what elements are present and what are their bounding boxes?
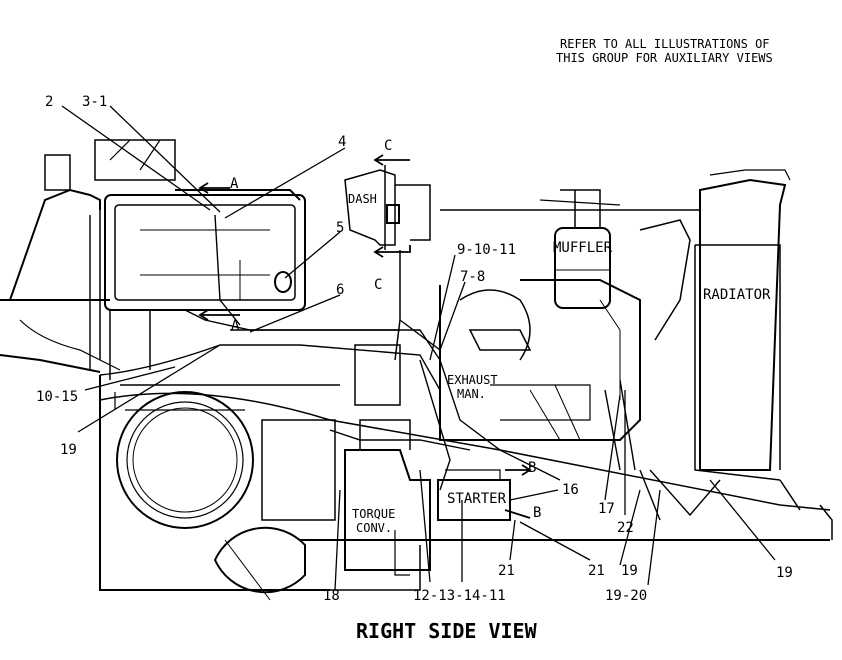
callout-5: 5 [336, 220, 344, 236]
callout-22: 22 [617, 520, 634, 536]
torque-conv-label-2: CONV. [356, 521, 392, 535]
callout-7-8: 7-8 [460, 269, 485, 285]
radiator-label: RADIATOR [703, 287, 771, 303]
cab-outline [0, 139, 306, 380]
callout-12-13-14-11: 12-13-14-11 [413, 588, 506, 604]
caption: RIGHT SIDE VIEW [356, 619, 538, 643]
dash-label: DASH [348, 192, 377, 206]
note-line-2: THIS GROUP FOR AUXILIARY VIEWS [556, 51, 773, 65]
view-marker-c-lower: C [374, 277, 382, 293]
engine [439, 219, 691, 441]
exhaust-man-label-2: MAN. [457, 387, 486, 401]
callout-21-b: 21 [588, 563, 605, 579]
callout-17: 17 [598, 501, 615, 517]
callout-18: 18 [323, 588, 340, 604]
callout-2: 2 [45, 94, 53, 110]
callout-4: 4 [338, 134, 346, 150]
callout-10-15: 10-15 [36, 389, 78, 405]
transmission [261, 344, 401, 521]
view-marker-b-upper: B [528, 460, 536, 476]
callout-3-1: 3-1 [82, 94, 107, 110]
torque-converter-body [344, 419, 431, 576]
callout-19-20: 19-20 [605, 588, 647, 604]
muffler-body [539, 189, 621, 309]
gauge-5 [274, 271, 292, 293]
dash-panel [344, 165, 431, 361]
callout-19-left: 19 [60, 442, 77, 458]
note-line-1: REFER TO ALL ILLUSTRATIONS OF [560, 37, 770, 51]
final-drive [114, 391, 254, 529]
callout-19-right: 19 [776, 565, 793, 581]
callout-19-mid: 19 [621, 563, 638, 579]
section-arrows [198, 154, 532, 519]
callout-16: 16 [562, 482, 579, 498]
view-marker-b-lower: B [533, 505, 541, 521]
starter-label: STARTER [447, 491, 507, 507]
lower-hub [213, 526, 306, 601]
muffler-label: MUFFLER [553, 240, 613, 256]
leader-lines [61, 105, 776, 591]
callout-6: 6 [336, 282, 344, 298]
radiator-body [694, 169, 801, 511]
torque-conv-label-1: TORQUE [352, 507, 395, 521]
view-marker-a-lower: A [231, 318, 240, 334]
exhaust-man-label-1: EXHAUST [447, 373, 498, 387]
callout-21-a: 21 [498, 563, 515, 579]
callout-9-10-11: 9-10-11 [457, 242, 516, 258]
view-marker-a-upper: A [230, 176, 239, 192]
view-marker-c-upper: C [384, 138, 392, 154]
